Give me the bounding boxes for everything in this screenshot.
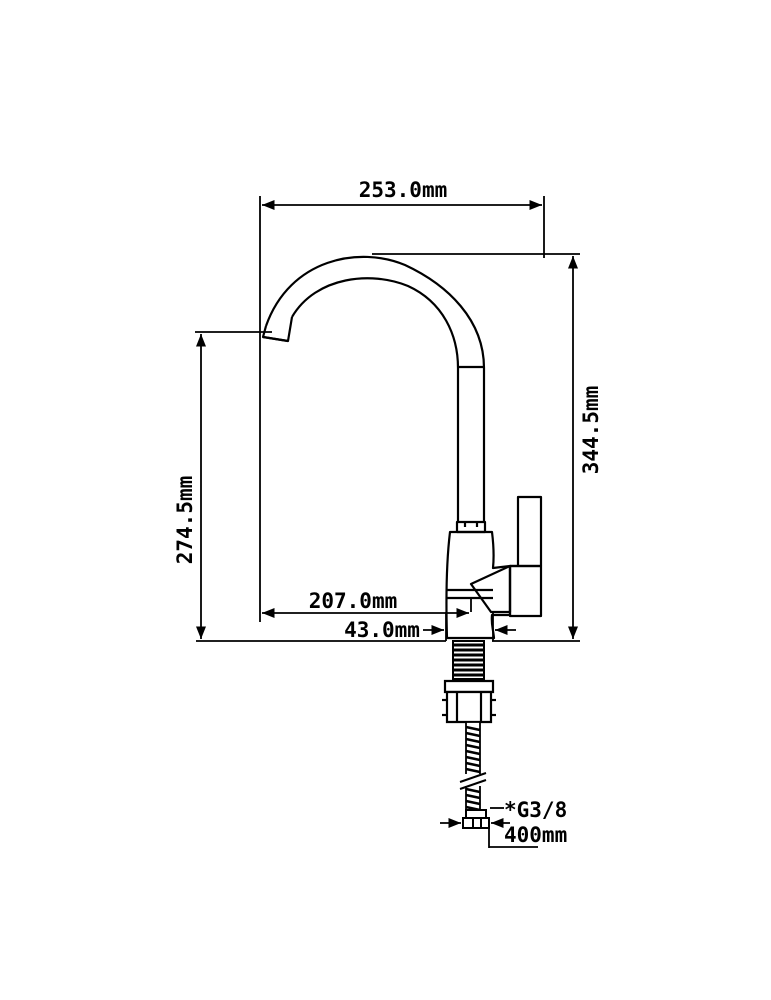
label-spout-reach: 207.0mm bbox=[309, 589, 398, 613]
label-base-diameter: 43.0mm bbox=[344, 618, 420, 642]
handle-cap bbox=[508, 564, 543, 618]
hose-end-fitting bbox=[462, 809, 490, 829]
threaded-shank bbox=[452, 640, 485, 680]
handle-lever bbox=[516, 495, 543, 566]
nozzle-end bbox=[262, 335, 289, 343]
mounting-nut bbox=[442, 679, 496, 724]
valve-body bbox=[445, 530, 512, 640]
dimension-lines bbox=[195, 196, 580, 848]
label-total-height: 344.5mm bbox=[579, 386, 603, 475]
mounting-assembly bbox=[442, 640, 496, 829]
label-thread: *G3/8 bbox=[504, 798, 567, 822]
spout-inner-contour bbox=[291, 277, 460, 522]
spout-outer-contour bbox=[264, 255, 486, 522]
label-total-width: 253.0mm bbox=[359, 178, 448, 202]
label-spout-height: 274.5mm bbox=[173, 476, 197, 565]
braided-hose bbox=[459, 721, 487, 813]
dimension-labels: 253.0mm 344.5mm 274.5mm 207.0mm 43.0mm *… bbox=[173, 178, 603, 847]
faucet-outline bbox=[261, 255, 543, 640]
label-hose-length: 400mm bbox=[504, 823, 567, 847]
pipe-collar bbox=[455, 520, 487, 534]
